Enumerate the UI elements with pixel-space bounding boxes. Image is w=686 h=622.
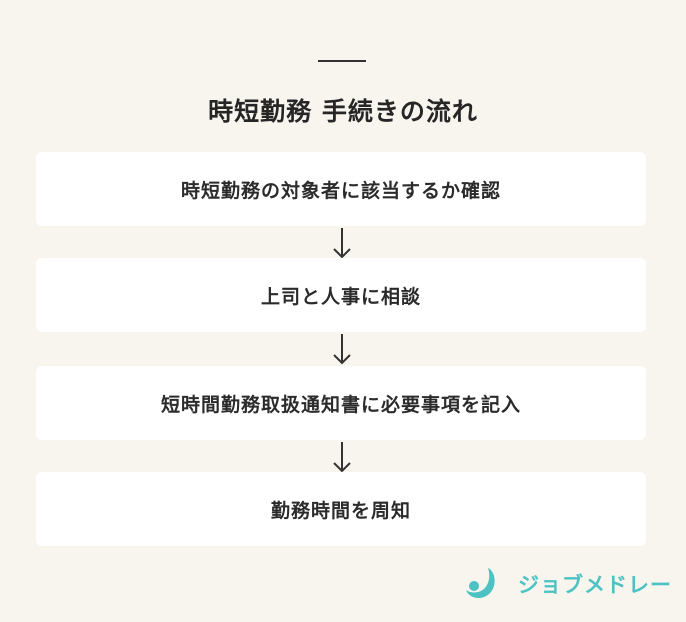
flow-step-4: 勤務時間を周知 — [36, 472, 646, 546]
arrow-down-icon — [333, 334, 351, 365]
flow-step-3: 短時間勤務取扱通知書に必要事項を記入 — [36, 366, 646, 440]
flow-step-2-label: 上司と人事に相談 — [260, 285, 421, 308]
flow-step-4-label: 勤務時間を周知 — [270, 499, 411, 522]
page-title: 時短勤務 手続きの流れ — [208, 97, 478, 126]
arrow-down-icon — [333, 442, 351, 473]
arrow-down-icon — [333, 228, 351, 259]
title-decoration-rule — [318, 60, 366, 62]
flow-step-1: 時短勤務の対象者に該当するか確認 — [36, 152, 646, 226]
brand-name: ジョブメドレー — [518, 573, 672, 597]
jobmedley-logo-icon — [466, 568, 495, 599]
flow-step-2: 上司と人事に相談 — [36, 258, 646, 332]
brand-logo: ジョブメドレー — [464, 566, 672, 602]
flow-step-1-label: 時短勤務の対象者に該当するか確認 — [180, 179, 501, 202]
flow-step-3-label: 短時間勤務取扱通知書に必要事項を記入 — [160, 393, 521, 416]
